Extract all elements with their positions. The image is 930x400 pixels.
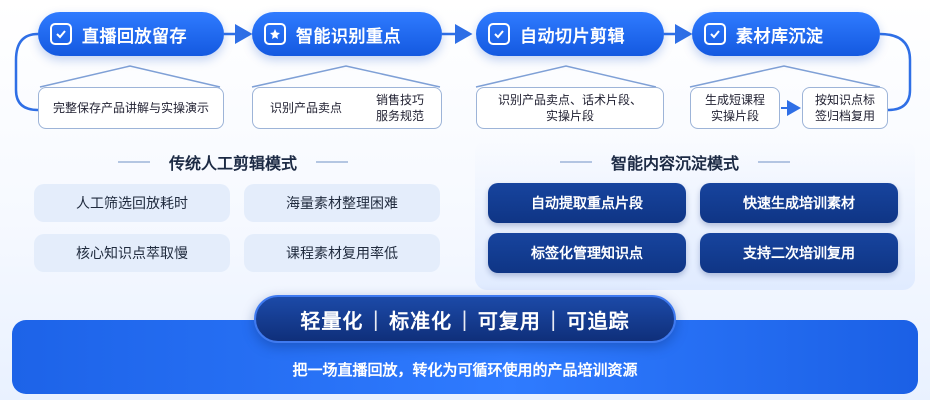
badge-item: 轻量化 xyxy=(300,308,364,333)
traditional-item: 课程素材复用率低 xyxy=(244,234,440,272)
substep-selling-points: 识别产品卖点 xyxy=(269,101,342,115)
check-doc-icon xyxy=(704,23,726,45)
traditional-item: 核心知识点萃取慢 xyxy=(34,234,230,272)
step-auto-clip: 自动切片剪辑 xyxy=(476,12,664,56)
smart-item: 快速生成培训素材 xyxy=(700,183,898,223)
traditional-item: 海量素材整理困难 xyxy=(244,184,440,222)
badge-item: 可追踪 xyxy=(566,308,630,333)
bracket-4 xyxy=(689,65,881,88)
bracket-2 xyxy=(251,65,441,88)
step-label: 直播回放留存 xyxy=(82,26,187,47)
badge-item: 标准化 xyxy=(389,308,453,333)
loop-left xyxy=(14,32,39,112)
badge-item: 可复用 xyxy=(477,308,541,333)
substep-clip-segments: 识别产品卖点、话术片段、 实操片段 xyxy=(476,87,664,129)
badge-separator: | xyxy=(549,307,558,331)
traditional-mode-title: 传统人工剪辑模式 xyxy=(168,154,297,173)
step-label: 自动切片剪辑 xyxy=(520,26,625,47)
check-shield-icon xyxy=(50,23,72,45)
smart-mode-title: 智能内容沉淀模式 xyxy=(610,154,739,173)
bracket-3 xyxy=(475,65,657,88)
traditional-item: 人工筛选回放耗时 xyxy=(34,184,230,222)
substep-short-course: 生成短课程 实操片段 xyxy=(690,87,780,129)
value-badge: 轻量化 | 标准化 | 可复用 | 可追踪 xyxy=(254,295,676,343)
banner-text: 把一场直播回放，转化为可循环使用的产品培训资源 xyxy=(292,361,638,379)
substep-full-save: 完整保存产品讲解与实操演示 xyxy=(38,87,224,129)
substep-identify: 识别产品卖点 销售技巧 服务规范 xyxy=(252,87,442,129)
check-doc-icon xyxy=(488,23,510,45)
step-label: 素材库沉淀 xyxy=(736,26,824,47)
smart-item: 支持二次培训复用 xyxy=(700,233,898,273)
step-smart-identify: 智能识别重点 xyxy=(252,12,442,56)
loop-right xyxy=(879,32,912,112)
star-shield-icon xyxy=(264,23,286,45)
badge-separator: | xyxy=(372,307,381,331)
substep-tag-archive: 按知识点标 签归档复用 xyxy=(802,87,888,129)
smart-item: 标签化管理知识点 xyxy=(488,233,686,273)
bracket-1 xyxy=(39,65,221,88)
smart-item: 自动提取重点片段 xyxy=(488,183,686,223)
step-asset-library: 素材库沉淀 xyxy=(692,12,880,56)
badge-separator: | xyxy=(461,307,469,331)
step-live-replay: 直播回放留存 xyxy=(38,12,224,56)
step-label: 智能识别重点 xyxy=(296,26,401,47)
